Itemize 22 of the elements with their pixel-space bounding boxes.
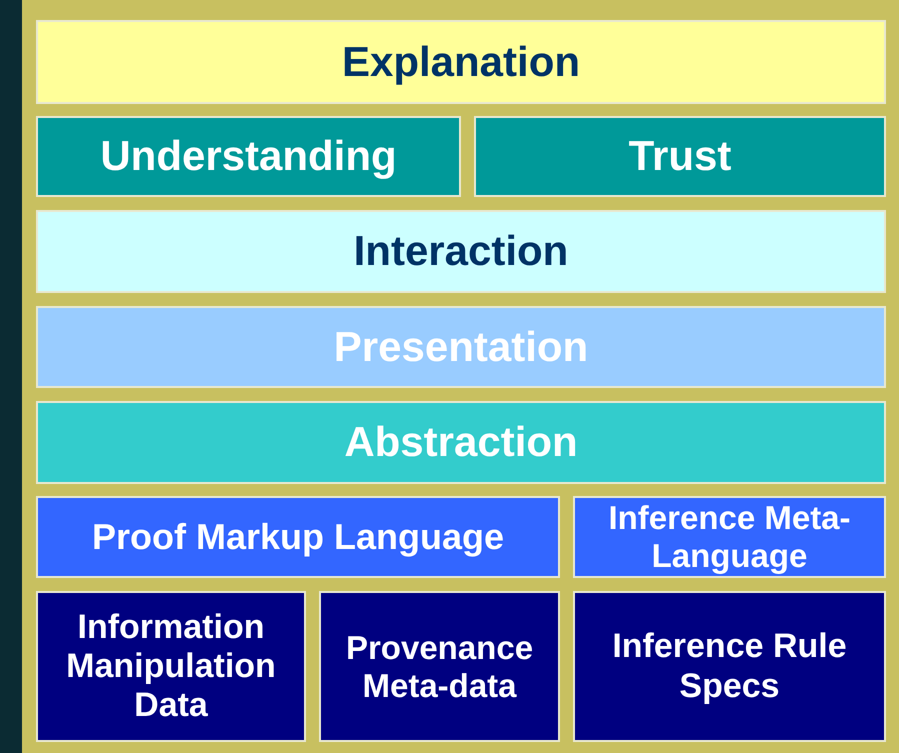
layer-label: Explanation — [342, 38, 580, 86]
layer-label: Understanding — [100, 132, 397, 181]
layer-label: Abstraction — [344, 418, 578, 467]
layer-box — [573, 591, 886, 742]
layer-box — [36, 496, 560, 578]
layer-box — [36, 401, 886, 484]
layer-label: Trust — [628, 132, 732, 181]
layer-label: Interaction — [354, 227, 568, 276]
layer-box — [36, 20, 886, 104]
layer-box — [36, 210, 886, 293]
layer-box — [319, 591, 560, 742]
layer-label: Inference Meta-Language — [607, 499, 852, 575]
layer-box — [474, 116, 886, 197]
layer-label: Proof Markup Language — [92, 516, 504, 558]
layer-label: Information Manipulation Data — [65, 608, 277, 726]
layer-box — [36, 116, 461, 197]
layer-box — [36, 306, 886, 388]
layer-box — [573, 496, 886, 578]
layer-label: Inference Rule Specs — [611, 627, 848, 706]
layer-label: Presentation — [334, 322, 588, 372]
layer-label: Provenance Meta-data — [344, 628, 534, 704]
layer-box — [36, 591, 306, 742]
